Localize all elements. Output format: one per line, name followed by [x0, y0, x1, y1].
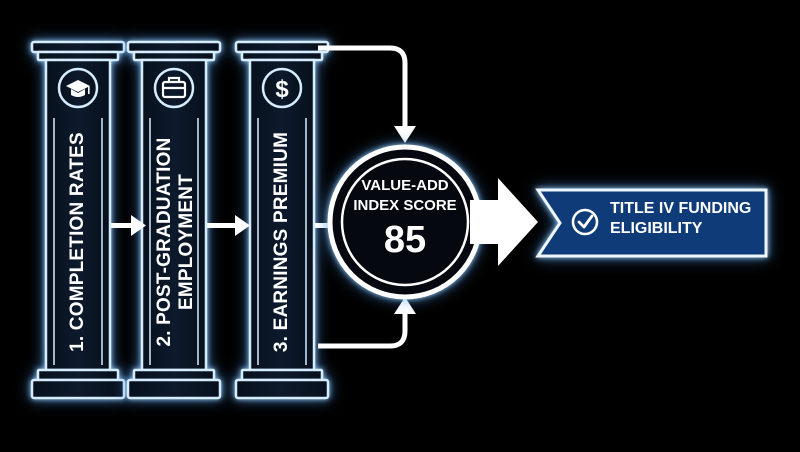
- result-banner: [535, 188, 768, 258]
- dollar-icon: $: [275, 76, 289, 103]
- score-title: VALUE-ADD INDEX SCORE: [353, 177, 457, 214]
- flow-line-bottom: [318, 312, 408, 349]
- flow-line-top: [318, 45, 408, 128]
- graduation-cap-icon: [66, 80, 90, 97]
- arrow-pillar1-to-pillar2: [111, 215, 146, 236]
- briefcase-icon: [161, 76, 187, 99]
- result-label: TITLE IV FUNDING ELIGIBILITY: [610, 200, 752, 237]
- check-circle-icon: [571, 208, 599, 236]
- arrow-pillar2-to-pillar3: [207, 215, 250, 236]
- score-value: 85: [383, 219, 427, 261]
- big-arrow-to-result: [470, 178, 538, 266]
- pillar-earnings-premium: [234, 40, 330, 400]
- flow-arrow-top: [394, 126, 416, 143]
- pillar-completion-rates: [30, 40, 126, 400]
- pillar-label-earnings-premium: 3. EARNINGS PREMIUM: [271, 131, 292, 353]
- flow-arrow-bottom: [394, 297, 416, 314]
- pillar-label-completion-rates: 1. COMPLETION RATES: [67, 132, 88, 352]
- pillar-label-post-graduation-employment: 2. POST-GRADUATION EMPLOYMENT: [154, 137, 197, 347]
